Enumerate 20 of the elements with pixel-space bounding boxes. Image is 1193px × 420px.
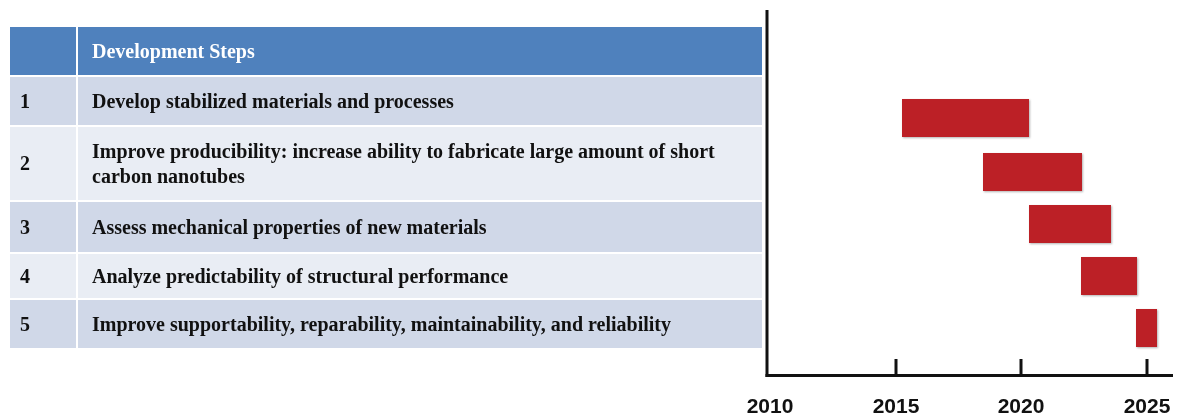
timeline-bar (902, 99, 1029, 137)
timeline-bar (1029, 205, 1111, 243)
axis-tick-label: 2020 (996, 394, 1046, 418)
step-description: Improve producibility: increase ability to fabricate large amount of short carbon nanotubes (78, 127, 762, 200)
timeline-bar (983, 153, 1082, 191)
step-number: 2 (10, 127, 76, 200)
axis-tick-label: 2015 (871, 394, 921, 418)
step-number: 3 (10, 202, 76, 252)
step-number: 1 (10, 77, 76, 125)
step-description: Improve supportability, reparability, maintainability, and reliability (78, 300, 762, 348)
step-number: 4 (10, 254, 76, 298)
timeline-bar (1081, 257, 1137, 295)
table-header: Development Steps (78, 27, 762, 75)
step-description: Analyze predictability of structural performance (78, 254, 762, 298)
step-description: Assess mechanical properties of new materials (78, 202, 762, 252)
axis-tick-label: 2025 (1122, 394, 1172, 418)
axis-tick-label: 2010 (745, 394, 795, 418)
timeline-bar (1136, 309, 1157, 347)
step-description: Develop stabilized materials and processes (78, 77, 762, 125)
step-number: 5 (10, 300, 76, 348)
